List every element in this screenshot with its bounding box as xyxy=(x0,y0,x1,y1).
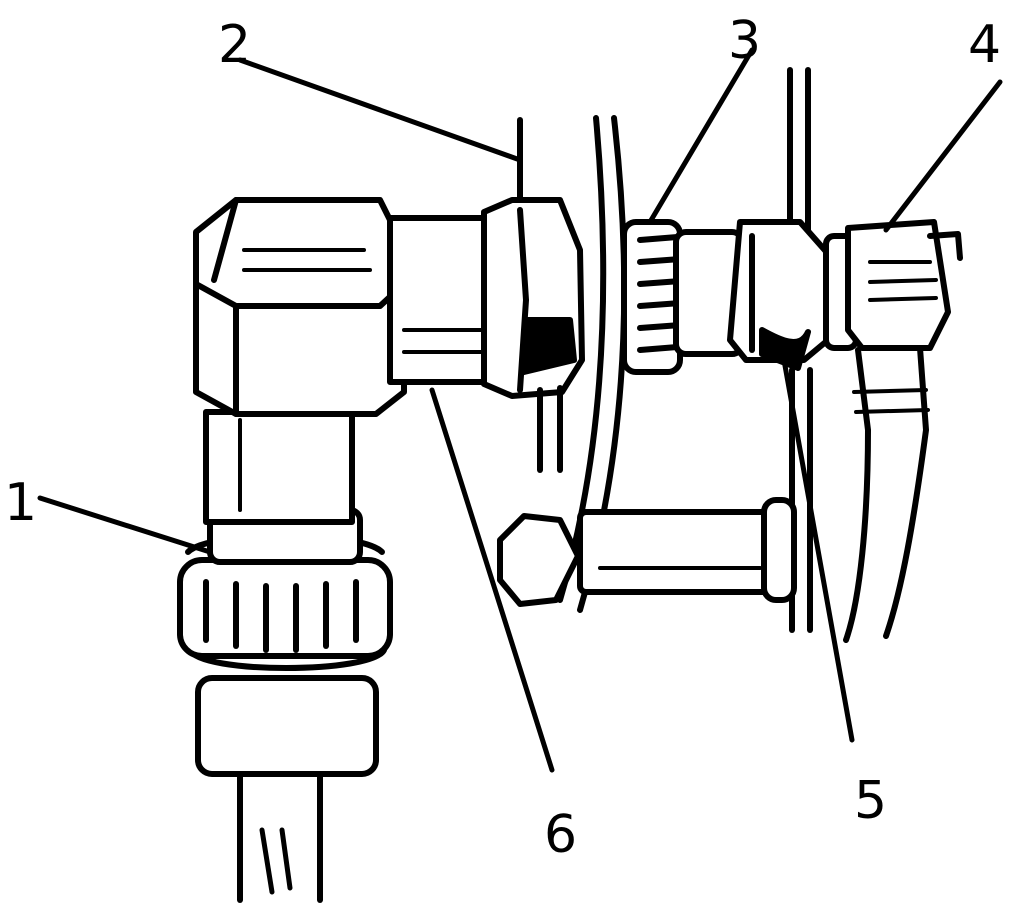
callout-label-5: 5 xyxy=(854,771,887,831)
elbow-fitting xyxy=(193,197,407,525)
leader-lines xyxy=(37,47,1003,773)
callout-label-4: 4 xyxy=(968,15,1001,75)
callout-label-1: 1 xyxy=(4,473,37,533)
horizontal-tube-and-nut xyxy=(387,197,585,473)
callout-label-6: 6 xyxy=(544,805,577,865)
callout-labels: 1 2 3 4 5 6 xyxy=(4,11,1001,865)
right-hose xyxy=(843,345,930,643)
leader-4 xyxy=(883,79,1003,233)
leader-5 xyxy=(781,357,855,743)
leader-3 xyxy=(647,47,755,225)
leader-1 xyxy=(37,495,213,555)
leader-6 xyxy=(429,387,555,773)
lower-cable xyxy=(237,767,323,903)
coupling-nut xyxy=(177,507,393,777)
leader-2 xyxy=(237,57,523,163)
callout-label-2: 2 xyxy=(218,15,251,75)
lower-bolt xyxy=(497,497,797,607)
callout-label-3: 3 xyxy=(728,11,761,71)
threaded-union xyxy=(621,219,963,375)
